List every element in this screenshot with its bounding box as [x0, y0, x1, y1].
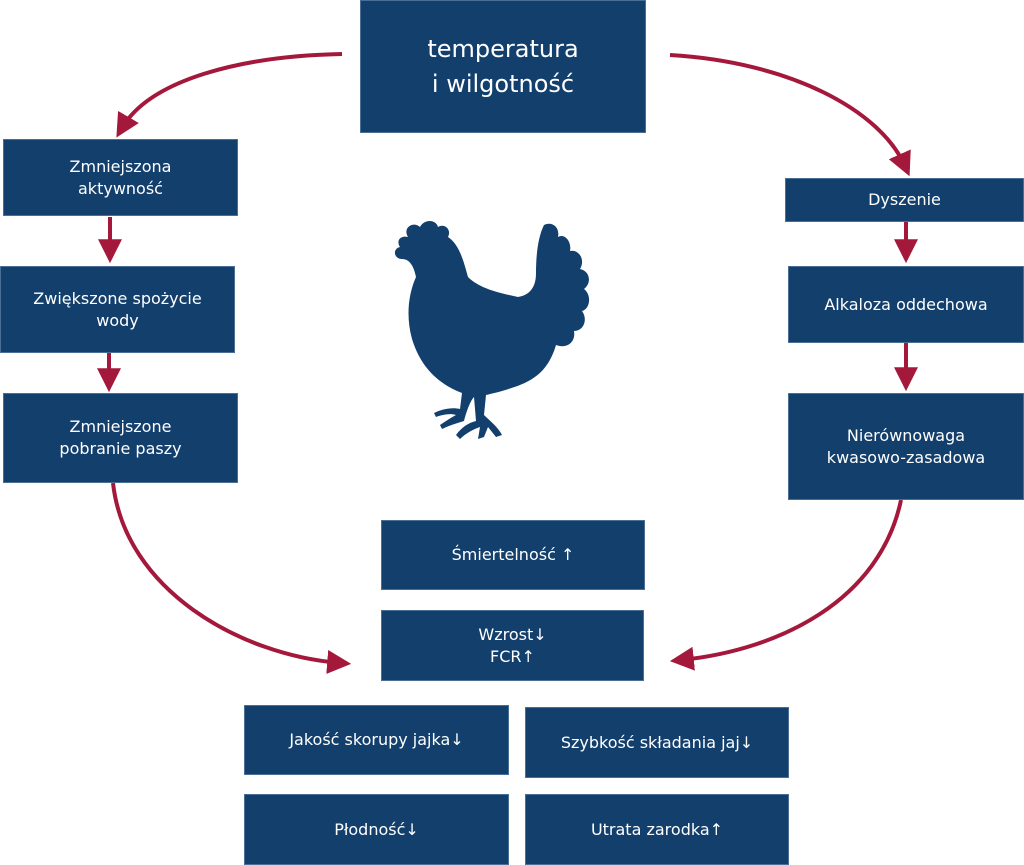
laying-rate-box: Szybkość składania jaj↓	[525, 707, 789, 778]
acid-base-imbalance-box: Nierównowaga kwasowo-zasadowa	[788, 393, 1024, 500]
title-text: temperatura i wilgotność	[427, 34, 579, 98]
arrow-feed-to-outcomes	[111, 482, 352, 674]
panting-box: Dyszenie	[785, 178, 1024, 222]
embryo-loss-box: Utrata zarodka↑	[525, 794, 789, 865]
increased-water-intake-box: Zwiększone spożycie wody	[0, 266, 235, 353]
panting-text: Dyszenie	[868, 190, 941, 210]
shell-quality-text: Jakość skorupy jajka↓	[289, 730, 464, 750]
fertility-text: Płodność↓	[334, 819, 419, 839]
reduced-feed-intake-text: Zmniejszone pobranie paszy	[59, 417, 182, 458]
reduced-feed-intake-box: Zmniejszone pobranie paszy	[3, 393, 238, 483]
reduced-activity-box: Zmniejszona aktywność	[3, 139, 238, 216]
title-box: temperatura i wilgotność	[360, 0, 646, 133]
reduced-activity-text: Zmniejszona aktywność	[69, 156, 172, 198]
respiratory-alkalosis-text: Alkaloza oddechowa	[824, 294, 988, 314]
chicken-icon	[394, 221, 590, 439]
arrow-title-to-panting	[669, 53, 911, 177]
fertility-box: Płodność↓	[244, 794, 509, 865]
shell-quality-box: Jakość skorupy jajka↓	[244, 705, 509, 775]
growth-fcr-text: Wzrost↓ FCR↑	[478, 624, 547, 666]
growth-fcr-box: Wzrost↓ FCR↑	[381, 610, 644, 681]
mortality-box: Śmiertelność ↑	[381, 520, 645, 590]
respiratory-alkalosis-box: Alkaloza oddechowa	[788, 266, 1024, 343]
embryo-loss-text: Utrata zarodka↑	[590, 819, 724, 839]
mortality-text: Śmiertelność ↑	[451, 545, 575, 565]
arrow-title-to-reduced-activity	[116, 52, 343, 138]
acid-base-imbalance-text: Nierównowaga kwasowo-zasadowa	[826, 425, 986, 467]
increased-water-intake-text: Zwiększone spożycie wody	[33, 288, 202, 330]
laying-rate-text: Szybkość składania jaj↓	[560, 732, 754, 752]
arrow-imbalance-to-outcomes	[669, 499, 903, 671]
